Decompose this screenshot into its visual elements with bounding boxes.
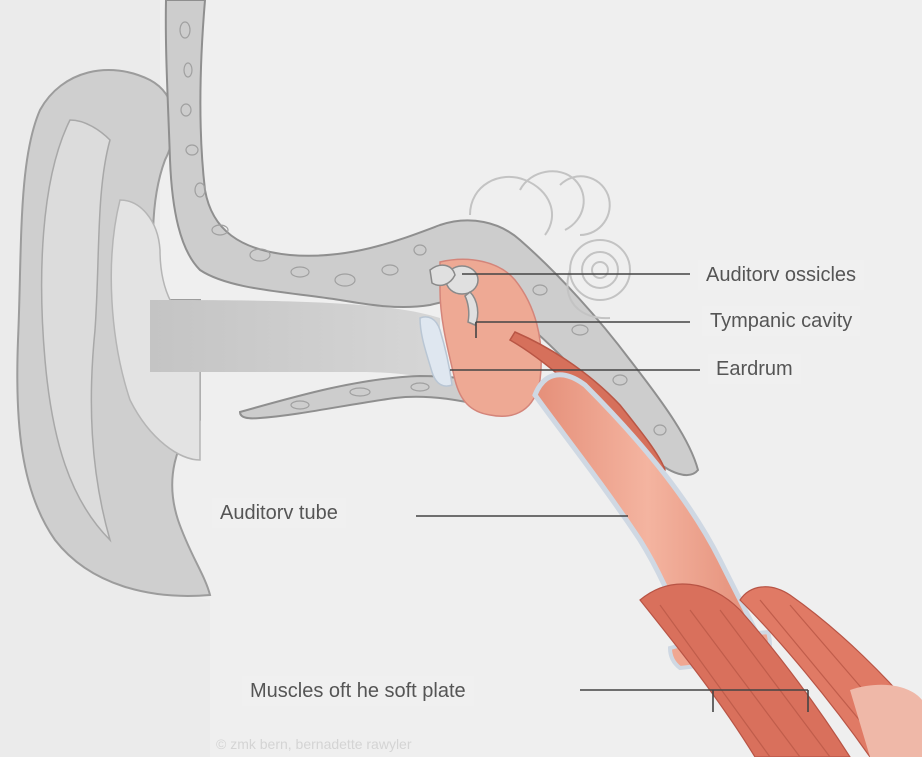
ear-canal <box>150 300 440 380</box>
label-tympanic-cavity: Tympanic cavity <box>702 306 860 336</box>
label-auditory-ossicles: Auditorv ossicles <box>698 260 864 290</box>
label-eardrum: Eardrum <box>708 354 801 384</box>
label-auditory-tube: Auditorv tube <box>212 498 346 528</box>
label-soft-palate-muscles: Muscles oft he soft plate <box>242 676 474 706</box>
image-credit: © zmk bern, bernadette rawyler <box>216 736 412 752</box>
